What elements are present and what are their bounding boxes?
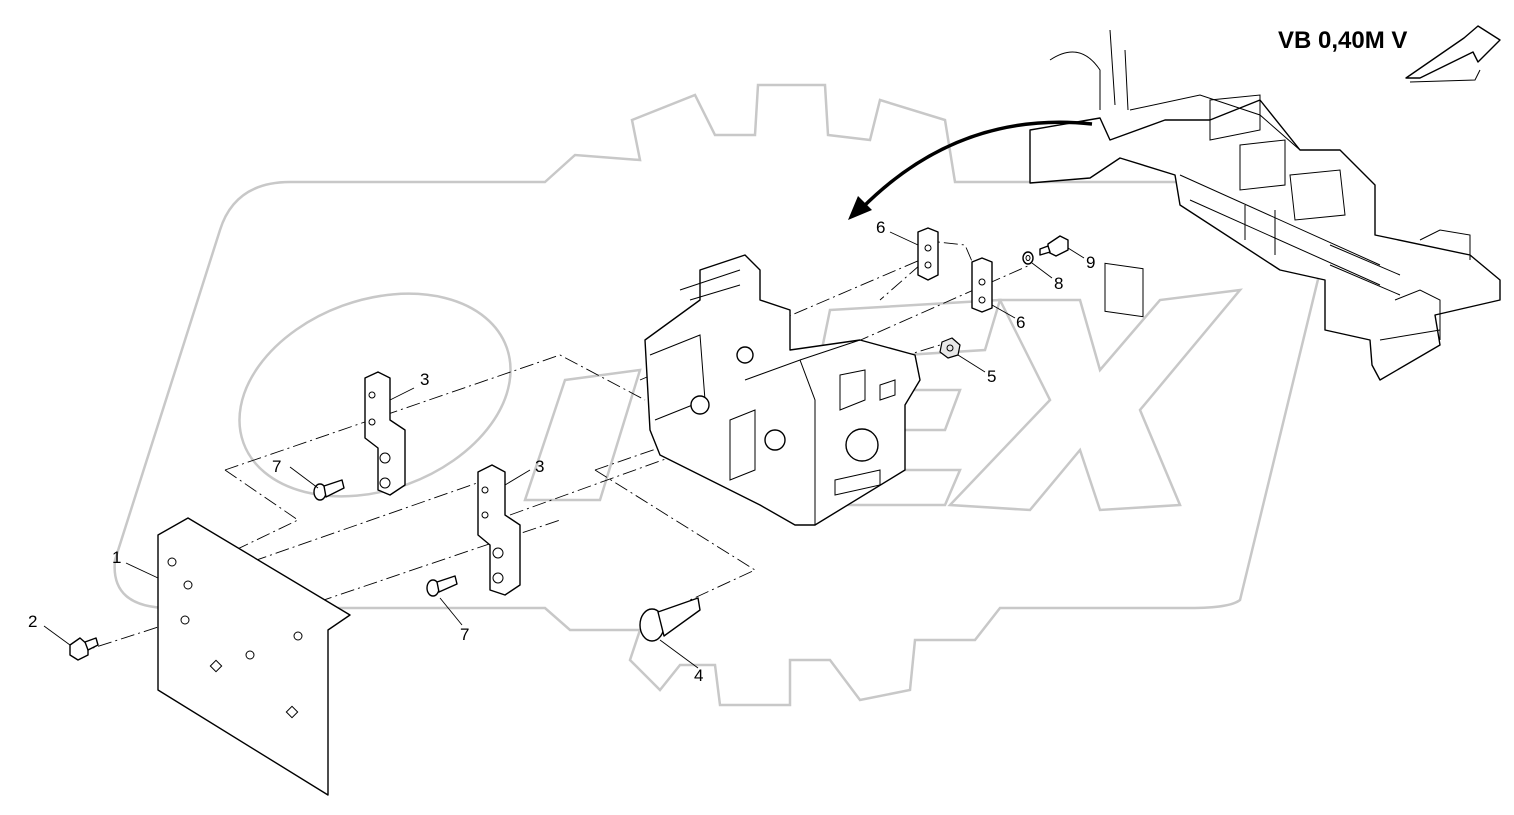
part-3-bracket-upper <box>364 371 406 496</box>
part-7-screw-upper <box>313 479 345 501</box>
callout-7-lower: 7 <box>460 625 469 644</box>
watermark-logo <box>113 83 1334 707</box>
callout-4: 4 <box>694 666 703 685</box>
part-7-screw-lower <box>426 575 458 597</box>
view-direction-arrow-icon <box>1405 25 1501 83</box>
callout-1: 1 <box>112 548 121 567</box>
view-title: VB 0,40M V <box>1278 27 1407 54</box>
part-3-bracket-lower <box>477 464 521 596</box>
mounting-bracket-assembly <box>644 254 921 526</box>
paver-machine-overview <box>1029 29 1501 381</box>
part-9-bolt <box>1039 235 1069 257</box>
part-8-washer <box>1022 251 1034 265</box>
leader-lines <box>43 231 1085 669</box>
part-1-plate <box>157 517 351 796</box>
callout-6-upper: 6 <box>876 218 885 237</box>
callout-7-upper: 7 <box>272 457 281 476</box>
part-2-bolt <box>69 637 99 661</box>
location-arrow-icon <box>848 120 1093 220</box>
part-4-pin <box>639 597 701 642</box>
part-6-block-upper <box>917 227 939 281</box>
callout-6-lower: 6 <box>1016 313 1025 332</box>
callout-3-lower: 3 <box>535 457 544 476</box>
callout-9: 9 <box>1086 253 1095 272</box>
callout-8: 8 <box>1054 274 1063 293</box>
callout-3-upper: 3 <box>420 370 429 389</box>
callout-5: 5 <box>987 367 996 386</box>
part-6-block-lower <box>971 257 993 313</box>
callout-2: 2 <box>28 612 37 631</box>
part-5-nut <box>939 337 961 359</box>
